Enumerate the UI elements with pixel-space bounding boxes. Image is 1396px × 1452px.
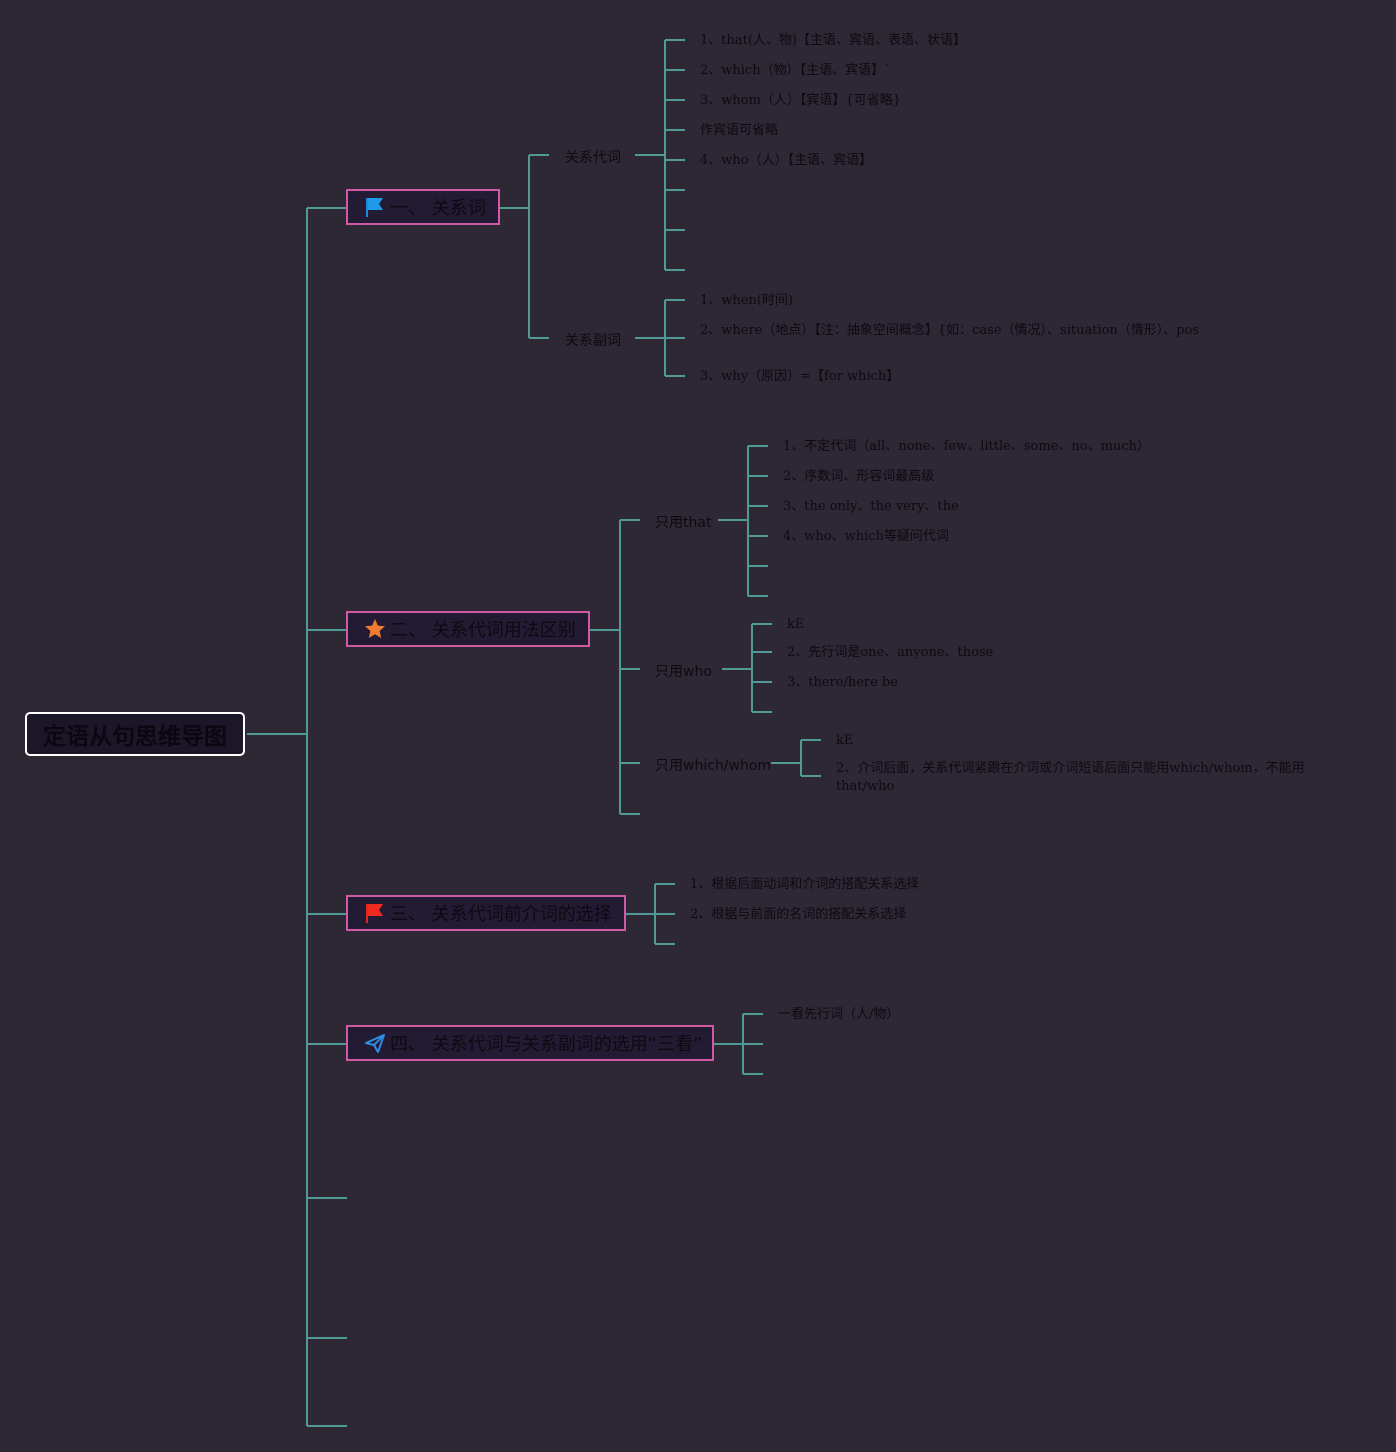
branch-label: 一、 关系词 <box>390 198 486 219</box>
sub-relative-adverbs[interactable]: 关系副词 <box>565 333 621 349</box>
list-item[interactable]: 3、whom（人）【宾语】{可省略} <box>700 93 901 108</box>
orange-star-icon <box>365 619 385 638</box>
branch-pronoun-usage[interactable]: 二、 关系代词用法区别 <box>346 611 590 647</box>
list-item[interactable]: kE <box>787 617 805 632</box>
branch-preposition-choice[interactable]: 三、 关系代词前介词的选择 <box>346 895 626 931</box>
red-flag-icon <box>366 904 383 923</box>
list-item[interactable]: 2、根据与前面的名词的搭配关系选择 <box>690 907 907 922</box>
branch-label: 二、 关系代词用法区别 <box>390 620 576 641</box>
list-item[interactable]: 2、先行词是one、anyone、those <box>787 645 994 660</box>
branch-three-looks[interactable]: 四、 关系代词与关系副词的选用“三看” <box>346 1025 714 1061</box>
list-item[interactable]: 3、there/here be <box>787 675 898 690</box>
sub-only-who[interactable]: 只用who <box>655 664 712 680</box>
list-item[interactable]: 2、which（物）【主语、宾语】` <box>700 63 891 78</box>
list-item[interactable]: 2、序数词、形容词最高级 <box>783 469 935 484</box>
list-item[interactable]: 4、who、which等疑问代词 <box>783 529 949 544</box>
paper-plane-icon <box>365 1034 385 1053</box>
root-title: 定语从句思维导图 <box>43 724 227 750</box>
sub-only-which-whom[interactable]: 只用which/whom <box>655 758 772 774</box>
list-item[interactable]: 1、不定代词（all、none、few、little、some、no、much） <box>783 439 1150 454</box>
blue-flag-icon <box>366 198 383 217</box>
sub-relative-pronouns[interactable]: 关系代词 <box>565 150 621 166</box>
list-item[interactable]: 一看先行词（人/物） <box>778 1007 900 1022</box>
list-item[interactable]: 3、the only、the very、the <box>783 499 959 514</box>
list-item[interactable]: 4、who（人）【主语、宾语】 <box>700 153 873 168</box>
list-item[interactable]: 1、when(时间) <box>700 293 793 308</box>
sub-only-that[interactable]: 只用that <box>655 515 712 531</box>
list-item[interactable]: 3、why（原因）=【for which】 <box>700 369 900 384</box>
branch-label: 三、 关系代词前介词的选择 <box>390 904 612 925</box>
branch-relative-words[interactable]: 一、 关系词 <box>346 189 500 225</box>
list-item[interactable]: 作宾语可省略 <box>700 123 779 138</box>
root-topic[interactable]: 定语从句思维导图 <box>25 712 245 756</box>
list-item[interactable]: 2、where（地点）【注：抽象空间概念】{如：case（情况）、situati… <box>700 323 1200 338</box>
branch-label: 四、 关系代词与关系副词的选用“三看” <box>390 1034 703 1055</box>
list-item[interactable]: 1、that(人、物)【主语、宾语、表语、状语】 <box>700 33 966 48</box>
list-item[interactable]: kE <box>836 733 854 748</box>
list-item[interactable]: 2、介词后面，关系代词紧跟在介词或介词短语后面只能用which/whom，不能用… <box>836 761 1305 794</box>
list-item[interactable]: 1、根据后面动词和介词的搭配关系选择 <box>690 877 920 892</box>
